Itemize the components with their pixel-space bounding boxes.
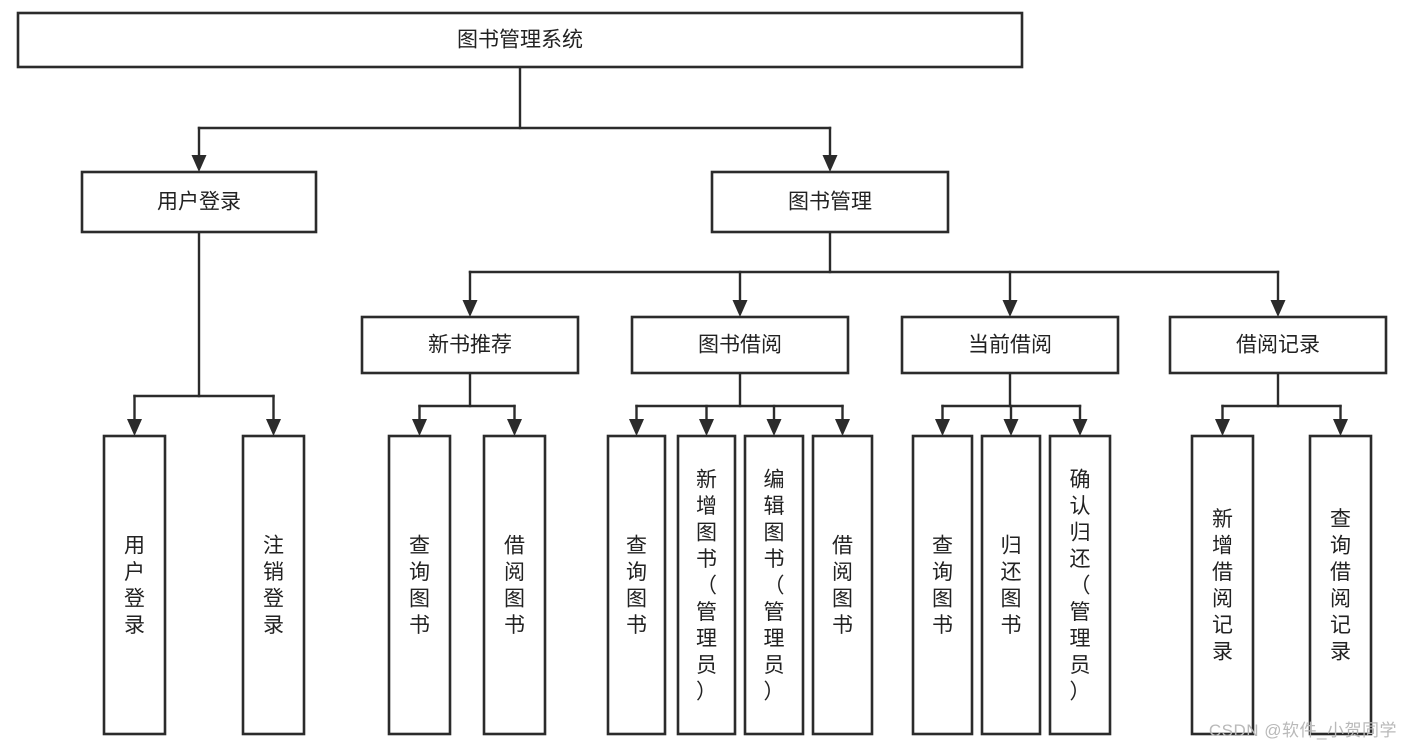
node-layer: 图书管理系统用户登录图书管理新书推荐图书借阅当前借阅借阅记录用户登录注销登录查询…: [16, 11, 1388, 736]
arrow-head-icon: [1215, 419, 1230, 436]
node-box[interactable]: [676, 434, 737, 736]
arrow-head-icon: [191, 155, 207, 172]
arrow-head-icon: [935, 419, 950, 436]
node-leaf-query-record[interactable]: 查询借阅记录: [1308, 434, 1373, 736]
node-box[interactable]: [360, 315, 580, 375]
node-label: 注销登录: [263, 535, 284, 638]
node-box[interactable]: [743, 434, 805, 736]
csdn-watermark: CSDN @软件_小贺同学: [1208, 721, 1397, 740]
arrow-head-icon: [1003, 419, 1019, 436]
node-box[interactable]: [1168, 315, 1388, 375]
node-label: 查询借阅记录: [1330, 508, 1351, 664]
arrow-head-icon: [699, 419, 714, 436]
node-root[interactable]: 图书管理系统: [16, 11, 1024, 69]
node-label: 图书管理: [788, 191, 872, 214]
node-box[interactable]: [16, 11, 1024, 69]
node-current-borrow[interactable]: 当前借阅: [900, 315, 1120, 375]
node-user-login[interactable]: 用户登录: [80, 170, 318, 234]
node-box[interactable]: [80, 170, 318, 234]
node-box[interactable]: [241, 434, 306, 736]
node-label: 编辑图书（管理员）: [764, 468, 785, 703]
arrow-head-icon: [766, 419, 782, 436]
node-label: 查询图书: [409, 535, 430, 638]
node-label: 新增图书（管理员）: [696, 468, 717, 703]
node-label: 借阅记录: [1236, 334, 1320, 357]
node-new-book-rec[interactable]: 新书推荐: [360, 315, 580, 375]
node-leaf-borrow-book-2[interactable]: 借阅图书: [811, 434, 874, 736]
node-box[interactable]: [811, 434, 874, 736]
node-leaf-query-book-1[interactable]: 查询图书: [387, 434, 452, 736]
node-box[interactable]: [606, 434, 667, 736]
connector-layer: [127, 65, 1348, 436]
node-label: 确认归还（管理员）: [1070, 468, 1091, 703]
node-label: 用户登录: [124, 535, 145, 638]
node-book-manage[interactable]: 图书管理: [710, 170, 950, 234]
arrow-head-icon: [1333, 419, 1348, 436]
arrow-head-icon: [1072, 419, 1088, 436]
arrow-head-icon: [629, 419, 644, 436]
arrow-head-icon: [412, 419, 427, 436]
node-box[interactable]: [387, 434, 452, 736]
node-label: 当前借阅: [968, 334, 1052, 357]
arrow-head-icon: [507, 419, 522, 436]
arrow-head-icon: [266, 419, 281, 436]
node-label: 新书推荐: [428, 334, 512, 357]
arrow-head-icon: [835, 419, 850, 436]
node-leaf-borrow-book-1[interactable]: 借阅图书: [482, 434, 547, 736]
arrow-head-icon: [822, 155, 838, 172]
node-label: 借阅图书: [504, 535, 525, 638]
node-box[interactable]: [911, 434, 974, 736]
node-borrow-record[interactable]: 借阅记录: [1168, 315, 1388, 375]
arrow-head-icon: [1002, 300, 1018, 317]
node-leaf-edit-book[interactable]: 编辑图书（管理员）: [743, 434, 805, 736]
node-leaf-add-book[interactable]: 新增图书（管理员）: [676, 434, 737, 736]
node-label: 图书借阅: [698, 334, 782, 357]
node-box[interactable]: [482, 434, 547, 736]
node-leaf-add-record[interactable]: 新增借阅记录: [1190, 434, 1255, 736]
node-leaf-return-book[interactable]: 归还图书: [980, 434, 1042, 736]
node-box[interactable]: [980, 434, 1042, 736]
node-label: 归还图书: [1001, 535, 1022, 638]
arrow-head-icon: [127, 419, 142, 436]
node-box[interactable]: [710, 170, 950, 234]
node-leaf-confirm-return[interactable]: 确认归还（管理员）: [1048, 434, 1112, 736]
node-box[interactable]: [900, 315, 1120, 375]
node-label: 借阅图书: [832, 535, 853, 638]
node-book-borrow[interactable]: 图书借阅: [630, 315, 850, 375]
node-leaf-query-book-2[interactable]: 查询图书: [606, 434, 667, 736]
node-label: 图书管理系统: [457, 29, 583, 52]
node-label: 新增借阅记录: [1212, 508, 1233, 664]
node-box[interactable]: [102, 434, 167, 736]
node-box[interactable]: [630, 315, 850, 375]
arrow-head-icon: [732, 300, 748, 317]
arrow-head-icon: [462, 300, 478, 317]
node-leaf-user-logout[interactable]: 注销登录: [241, 434, 306, 736]
node-box[interactable]: [1308, 434, 1373, 736]
node-leaf-query-book-3[interactable]: 查询图书: [911, 434, 974, 736]
arrow-head-icon: [1270, 300, 1286, 317]
node-box[interactable]: [1190, 434, 1255, 736]
node-label: 用户登录: [157, 191, 241, 214]
node-label: 查询图书: [626, 535, 647, 638]
node-label: 查询图书: [932, 535, 953, 638]
node-box[interactable]: [1048, 434, 1112, 736]
node-leaf-user-login[interactable]: 用户登录: [102, 434, 167, 736]
